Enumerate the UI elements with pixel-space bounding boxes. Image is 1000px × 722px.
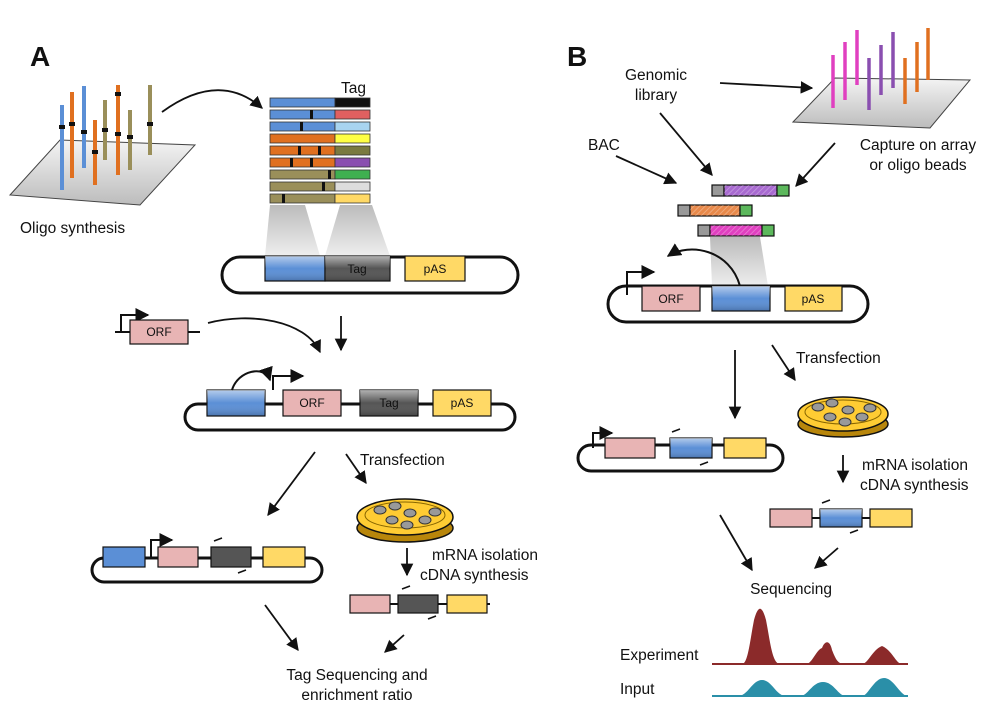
funnel-a-2: [325, 205, 390, 256]
tag-sequencing-line1: Tag Sequencing and: [286, 667, 427, 684]
oligo-synthesis-label: Oligo synthesis: [20, 220, 125, 237]
oligo-array-a: [8, 85, 197, 206]
input-label: Input: [620, 681, 655, 698]
input-track: [712, 678, 908, 697]
capture-array: [791, 28, 972, 129]
petri-dish-a: [356, 498, 454, 543]
plasmid-b: [576, 426, 785, 473]
tag-header-label: Tag: [341, 80, 366, 97]
vector-a-tag: [220, 255, 520, 295]
vector-b: [606, 243, 870, 324]
funnel-a-1: [265, 205, 320, 256]
mrna-isolation-b-label: mRNA isolation: [862, 457, 968, 474]
cdna-a: [349, 585, 490, 620]
construct-a: [183, 365, 517, 432]
experiment-track: [712, 608, 908, 665]
arrow-genomic-to-fragments: [659, 112, 713, 176]
cdna-synthesis-b-label: cDNA synthesis: [860, 477, 969, 494]
arrow-genomic-to-array: [719, 81, 814, 94]
arrow-plasmid-b-to-sequencing: [719, 514, 753, 572]
construct-a-tag-label: Tag: [379, 396, 398, 410]
arrow-orf-to-construct: [207, 317, 321, 354]
arrow-construct-to-plasmid: [267, 451, 316, 517]
arrow-construct-to-transfection: [345, 453, 367, 485]
orf-label: ORF: [146, 325, 171, 339]
panel-a-letter: A: [30, 41, 50, 72]
tag-sequencing-line2: enrichment ratio: [301, 687, 412, 704]
plasmid-a: [90, 533, 324, 584]
arrow-vector-b-to-transfection: [771, 344, 796, 382]
arrow-bac-to-fragments: [615, 155, 678, 185]
capture-label-line2: or oligo beads: [869, 157, 967, 174]
arrow-cdna-to-sequencing-a: [384, 634, 405, 653]
genomic-label-line2: library: [635, 87, 677, 104]
cdna-b: [769, 499, 913, 534]
tag-library-stack: [269, 97, 371, 204]
panel-b-letter: B: [567, 41, 587, 72]
capture-label-line1: Capture on array: [860, 137, 977, 154]
vector-a-tag-label: Tag: [347, 262, 366, 276]
cdna-synthesis-a-label: cDNA synthesis: [420, 567, 529, 584]
orf-insert: [115, 308, 200, 345]
experiment-label: Experiment: [620, 647, 699, 664]
bac-label: BAC: [588, 137, 620, 154]
construct-a-pas-label: pAS: [451, 396, 474, 410]
genomic-fragments: [677, 184, 790, 237]
vector-a-pas-label: pAS: [424, 262, 447, 276]
vector-b-orf-label: ORF: [658, 292, 683, 306]
genomic-label-line1: Genomic: [625, 67, 687, 84]
arrow-capture-to-fragments: [795, 142, 836, 187]
sequencing-label: Sequencing: [750, 581, 832, 598]
arrow-cdna-b-to-sequencing: [814, 547, 839, 569]
arrow-plasmid-to-sequencing: [264, 604, 299, 652]
funnel-b: [710, 237, 768, 286]
arrow-oligo-to-library: [161, 89, 263, 113]
petri-dish-b: [797, 396, 889, 438]
transfection-b-label: Transfection: [796, 350, 881, 367]
transfection-a-label: Transfection: [360, 452, 445, 469]
vector-b-pas-label: pAS: [802, 292, 825, 306]
construct-a-orf-label: ORF: [299, 396, 324, 410]
mrna-isolation-a-label: mRNA isolation: [432, 547, 538, 564]
